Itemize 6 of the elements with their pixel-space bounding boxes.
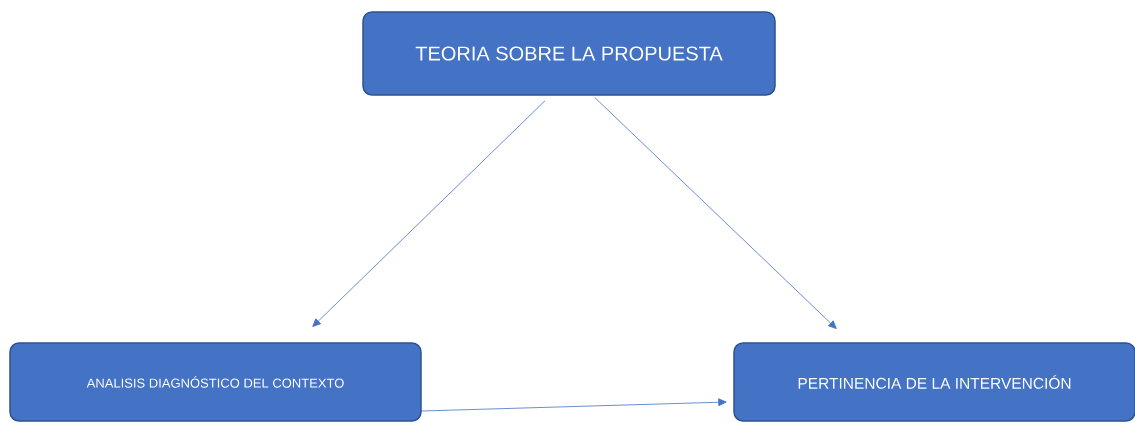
process-box: ANALISIS DIAGNÓSTICO DEL CONTEXTO [9, 342, 422, 422]
arrow [594, 97, 837, 329]
process-box: TEORIA SOBRE LA PROPUESTA [362, 11, 776, 96]
arrow [421, 398, 727, 412]
process-box: PERTINENCIA DE LA INTERVENCIÓN [733, 342, 1135, 422]
arrow [312, 100, 546, 327]
